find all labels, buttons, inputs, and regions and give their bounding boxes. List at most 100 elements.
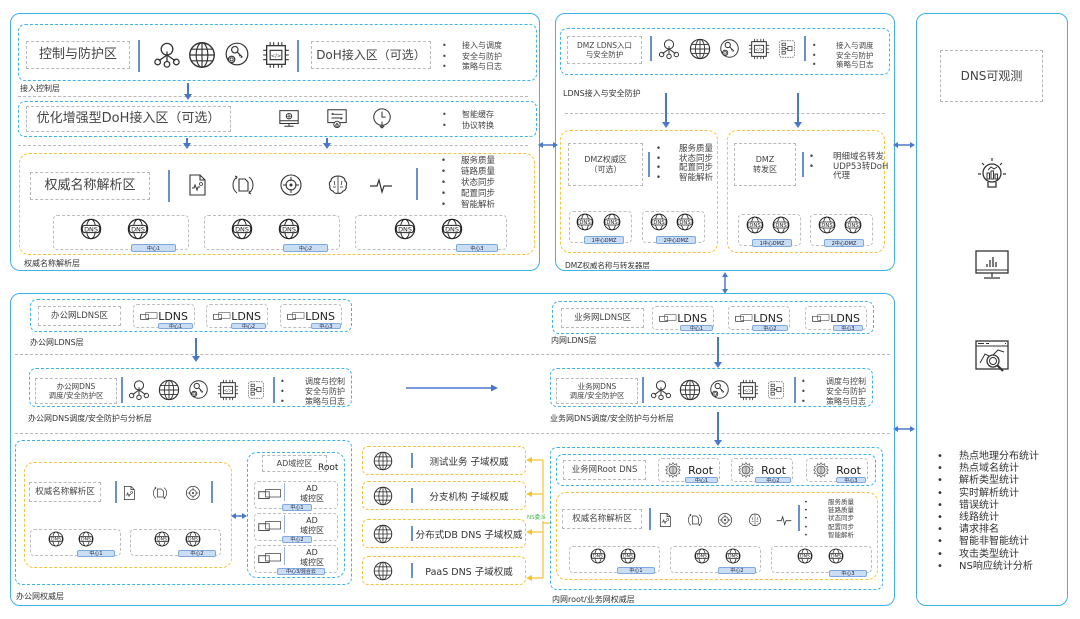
dns-server-icon [603, 213, 621, 231]
ad-cell-text: AD 域控区 [300, 548, 324, 567]
stat-item: NS响应统计分析 [959, 560, 1033, 572]
dns-server-icon [772, 216, 790, 234]
ad-server-icon [258, 552, 282, 564]
authoritative-bullets: •服务质量 •链路质量 •状态同步 •配置同步 •智能解析 [441, 156, 496, 210]
dns-observability-text: DNS可观测 [960, 68, 1023, 83]
document-refresh-icon [687, 512, 703, 528]
biz-ldns-zone-label: 业务网LDNS区 [561, 308, 644, 328]
flow-arrow [714, 412, 722, 446]
authoritative-layer-label: 权威名称解析层 [24, 259, 80, 268]
globe-icon [188, 41, 216, 69]
office-auth-layer-label: 办公网权威层 [16, 592, 64, 601]
biz-root-layer-label: 内网root/业务网权威层 [552, 595, 635, 604]
brain-icon [747, 512, 763, 528]
gear-globe-icon [738, 462, 754, 478]
enhanced-doh-zone-text: 优化增强型DoH接入区（可选） [36, 110, 221, 126]
authoritative-zone [19, 153, 535, 255]
stat-item: 智能非智能统计 [959, 536, 1029, 548]
dmz-ldns-entry-text: DMZ LDNS入口 与安全防护 [576, 40, 633, 59]
root-label: Root [318, 463, 339, 473]
ldns-access-layer-label: LDNS接入与安全防护 [563, 89, 641, 98]
divider [138, 40, 140, 72]
enhanced-doh-bullets: •智能缓存 •协议转换 [442, 110, 494, 130]
target-icon [717, 512, 733, 528]
stat-item: 热点地理分布统计 [959, 451, 1039, 462]
dns-server-icon [725, 548, 741, 564]
dns-server-icon [746, 216, 764, 234]
doh-zone-text: DoH接入区（可选） [316, 47, 426, 62]
biz-dns-sched-zone-text: 业务网DNS 调度/安全防护区 [569, 381, 625, 400]
biz-dns-sched-zone-label: 业务网DNS 调度/安全防护区 [556, 378, 638, 404]
bullet-item: 配置同步 [461, 189, 496, 199]
access-authoritative-panel [10, 13, 540, 271]
globe-icon [679, 379, 701, 401]
ldns-cell-text: LDNS [753, 311, 783, 325]
divider [168, 170, 170, 202]
ldns-server-icon [287, 309, 305, 323]
key-icon [188, 379, 209, 400]
biz-auth-zone-label: 权威名称解析区 [562, 509, 642, 529]
biz-center-2-group [670, 546, 761, 573]
biz-root-auth-zone [550, 447, 883, 590]
center-tag: 中心3/混合云 [277, 568, 325, 575]
bidirectional-arrow [722, 272, 728, 294]
chip-icon [748, 38, 770, 60]
bullet-item: 链路质量 [461, 167, 496, 177]
dns-server-icon [78, 531, 94, 547]
divider [798, 505, 800, 531]
office-ldns-zone-label: 办公网LDNS区 [38, 306, 121, 326]
access-control-zone [18, 24, 537, 81]
center-tag: 中心2 [231, 323, 266, 330]
bullet-item: 调度与控制 [305, 377, 345, 386]
divider [648, 152, 650, 177]
biz-auth-resolution-zone [556, 492, 878, 580]
distribution-icon [153, 41, 181, 69]
bullet-item: 智能解析 [461, 200, 496, 210]
biz-root-dns-label: 业务网Root DNS [563, 460, 646, 480]
dns-server-icon [80, 218, 102, 240]
dmz-auth-zone-text: DMZ权威区 （可选） [584, 154, 627, 174]
office-auth-zone [15, 440, 352, 585]
bullet-item: 接入与调度 [462, 41, 502, 50]
ad-server-icon [258, 488, 282, 500]
enhanced-doh-zone [18, 101, 537, 137]
ad-cell-text: AD 域控区 [300, 516, 324, 535]
distribution-icon [650, 379, 672, 401]
ldns-server-icon [213, 309, 231, 323]
flow-icon [246, 379, 266, 401]
authoritative-zone-text: 权威名称解析区 [44, 177, 136, 193]
bullet-item: 配置同步 [679, 163, 714, 174]
bullet-item: 链路质量 [828, 506, 854, 515]
subdomain-text: 分支机构 子域权威 [429, 491, 509, 503]
dmz-forward-bullets: •明细域名转发 •UDP53转DoH 代理 [809, 152, 889, 182]
heartbeat-icon [776, 512, 792, 528]
dns-server-icon [797, 548, 813, 564]
dns-server-icon [694, 548, 710, 564]
chip-icon [262, 41, 290, 69]
divider [115, 481, 117, 503]
dns-server-icon [278, 218, 300, 240]
stat-item: 请求排名 [959, 524, 999, 536]
center-tag: 中心2 [752, 325, 788, 332]
biz-dns-sched-layer-label: 业务网DNS调度/安全防护与分析层 [550, 414, 674, 423]
ldns-cell-text: LDNS [830, 311, 860, 325]
globe-icon [373, 486, 393, 506]
office-auth-zone-text: 权威名称解析区 [35, 486, 95, 497]
divider [649, 508, 651, 530]
biz-center-1-group [569, 546, 660, 573]
dmz-panel [555, 13, 895, 271]
bullet-item: 安全与防护 [836, 50, 874, 60]
divider [284, 547, 285, 565]
distribution-icon [128, 379, 150, 401]
divider [804, 36, 806, 61]
office-dns-sched-layer-label: 办公网DNS调度/安全防护与分析层 [28, 414, 152, 423]
ldns-cell-text: LDNS [158, 309, 188, 323]
chip-icon [217, 379, 239, 401]
clock-download-icon [371, 107, 393, 129]
bullet-item: 策略与日志 [826, 397, 866, 406]
office-dns-sched-zone [29, 368, 352, 407]
bidirectional-arrow [231, 513, 247, 519]
root-cell-text: Root [761, 463, 786, 477]
office-dns-sched-bullets: •调度与控制 •安全与防护 •策略与日志 [280, 377, 345, 406]
separator [15, 433, 890, 434]
